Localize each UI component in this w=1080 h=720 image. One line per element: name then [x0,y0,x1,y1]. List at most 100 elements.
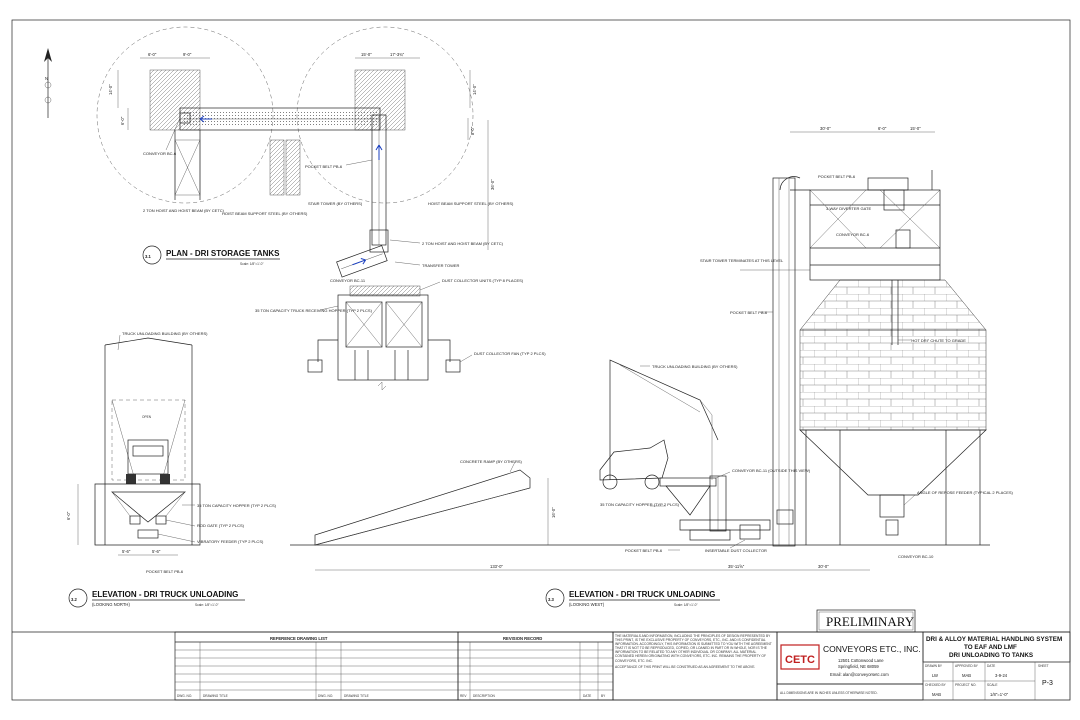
title-block-rev-cols-3: BY [601,694,606,698]
view-title-elev-north: ELEVATION - DRI TRUCK UNLOADING [92,590,238,599]
conveyor-bc11-plan [336,245,388,278]
label-ramp: CONCRETE RAMP (BY OTHERS) [460,459,523,464]
sheet-number: P-3 [1042,680,1053,687]
plan-dims-d4: 17'-3¾" [390,52,405,57]
plan-dims-d5: 14'-0" [108,84,113,95]
stair-right [285,139,301,196]
plan-dims-d3: 15'-0" [361,52,372,57]
label-stair-terminates: STAIR TOWER TERMINATES AT THIS LEVEL [700,258,784,263]
west-labels-dim-height: 16'-0" [551,507,556,518]
label-pocket-belt-plan: POCKET BELT PB-6 [305,164,343,169]
label-conveyor-bc6-elev: CONVEYOR BC-6 [836,232,870,237]
title-block-ref-cols-1: DRAWING TITLE [203,694,228,698]
tank-labels-dim-top3: 15'-0" [910,126,921,131]
title-block-ref-cols-0: DWG. NO. [177,694,192,698]
concrete-ramp [314,469,531,546]
label-hopper-west: 35 TON CAPACITY HOPPER (TYP 2 PLCS) [600,502,680,507]
view-title-elev-west: ELEVATION - DRI TRUCK UNLOADING [569,590,715,599]
label-conveyor-bc11-west: CONVEYOR BC-11 (OUTSIDE THIS VIEW) [732,468,811,473]
plan-dims-d1: 6'-0" [148,52,157,57]
views-elev-north-scale: Scale: 1/8"=1'-0" [195,603,219,607]
truck-front [127,439,169,475]
label-building-north: TRUCK UNLOADING BUILDING (BY OTHERS) [122,331,208,336]
label-pocket-belt-west: POCKET BELT PB-6 [625,548,663,553]
dri-storage-tank [799,279,987,545]
title-block-sheet-label: SHEET [1038,664,1049,668]
label-conveyor-bc11: CONVEYOR BC-11 [330,278,366,283]
title-block-ref-header: REFERENCE DRAWING LIST [270,636,328,641]
title-block-approved: MAB [962,673,971,678]
label-hoist-right: 2 TON HOIST AND HOIST BEAM (BY CETC) [422,241,504,246]
views-elev-north-sub: (LOOKING NORTH) [92,602,130,607]
north-labels-dim-b: 5'-6" [122,549,131,554]
label-truck-hopper: 35 TON CAPACITY TRUCK RECEIVING HOPPER (… [255,308,373,313]
north-labels-dim-a: 6'-0" [66,511,71,520]
company-name: CONVEYORS ETC., INC. [823,644,921,654]
tank-top-tower [790,170,941,281]
dump-truck [599,439,669,490]
title-block-date: 3-9-24 [995,673,1008,678]
title-block-dims-note: ALL DIMENSIONS ARE IN INCHES UNLESS OTHE… [780,691,878,695]
views-elev-north-number: 3.2 [71,597,77,602]
title-block-rev-cols-1: DESCRIPTION [473,694,495,698]
title-block-ref-cols-2: DWG. NO. [318,694,333,698]
title-block-project-line2: TO EAF AND LMF [964,644,1017,651]
label-hoist-left: 2 TON HOIST AND HOIST BEAM (BY CETC) [143,208,225,213]
plan-dims-d6: 14'-0" [472,84,477,95]
label-insertable-dc: INSERTABLE DUST COLLECTOR [705,548,767,553]
north-labels-dim-c: 5'-6" [152,549,161,554]
views-plan-scale: Scale: 1/8"=1'-0" [240,262,264,266]
label-hopper-north: 35 TON CAPACITY HOPPER (TYP 2 PLCS) [197,503,277,508]
label-conveyor-bc10: CONVEYOR BC-10 [898,554,934,559]
label-pocket-belt-top: POCKET BELT PB-6 [818,174,856,179]
label-conveyor-bc6: CONVEYOR BC-6 [143,151,177,156]
title-block-drawn-by-label: DRAWN BY [925,664,943,668]
acceptance-note: ACCEPTANCE OF THIS PRINT WILL BE CONSTRU… [615,664,756,669]
label-rod-gate: ROD GATE (TYP 2 PLCS) [197,523,245,528]
title-block-project-line3: DRI UNLOADING TO TANKS [949,652,1033,659]
title-block-date-label: DATE [987,664,995,668]
label-pocket-belt-north: POCKET BELT PB-6 [146,569,184,574]
legal-notice: THE MATERIALS AND INFORMATION, INCLUDING… [615,634,772,663]
pocket-belt-pb6-elev [772,177,796,547]
plan-view: 6'-0" 9'-0" 15'-0" 17'-3¾" 14'-0" 14'-0"… [96,26,546,391]
label-stair-tower: STAIR TOWER (BY OTHERS) [308,201,363,206]
view-bubble-3-2 [68,588,88,608]
view-title-plan: PLAN - DRI STORAGE TANKS [166,249,280,258]
plan-dims-d9: 8'-0" [470,126,475,135]
title-block-checked-label: CHECKED BY [925,683,947,687]
label-three-way-gate: 3-WAY DIVERTER GATE [826,206,871,211]
title-block-approved-label: APPROVED BY [955,664,979,668]
plan-dims-d7: 6'-0" [120,116,125,125]
title-block: PRELIMINARY REFERENCE DRAWING LIST DWG. … [12,609,1071,701]
views-elev-west-scale: Scale: 1/8"=1'-0" [674,603,698,607]
elevation-north-view: OPEN 6'-0" 5'-6" 5'-6" TRUCK UNLOADING B… [66,331,277,608]
title-block-address1: 12501 Cottonwood Lane [838,658,884,663]
view-bubble-3-3 [545,588,565,608]
title-block-rev-cols-0: REV [460,694,467,698]
title-block-ref-cols-3: DRAWING TITLE [344,694,369,698]
north-marker: N [45,76,48,81]
west-labels-dim-2: 35'-11⅝" [728,564,745,569]
label-building-west: TRUCK UNLOADING BUILDING (BY OTHERS) [652,364,738,369]
title-block-logo: CETC [785,654,815,666]
dust-fan-right [445,359,461,373]
title-block-rev-cols-2: DATE [583,694,591,698]
west-labels-dim-3: 30'-0" [818,564,829,569]
view-bubble-3-1 [142,245,162,265]
label-angle-feeder: ANGLE OF REPOSE FEEDER (TYPICAL 2 PLACES… [917,490,1014,495]
views-elev-west-number: 3.3 [548,597,554,602]
plan-dims-d2: 9'-0" [183,52,192,57]
label-hot-dri: "HOT DRI" CHUTE TO GRADE [910,338,966,343]
label-hoist-support: HOIST BEAM SUPPORT STEEL (BY OTHERS) [222,211,308,216]
north-arrow: N [44,48,52,118]
title-block-rev-header: REVISION RECORD [503,636,542,641]
project-title: DRI & ALLOY MATERIAL HANDLING SYSTEM [926,636,1062,643]
views-elev-west-sub: (LOOKING WEST) [569,602,605,607]
label-dust-units: DUST COLLECTOR UNITS (TYP 8 PLACES) [442,278,524,283]
views-plan-number: 3.1 [145,254,151,259]
company-logo [780,644,820,670]
stair-left [269,139,285,196]
plan-dims-d8: 36'-0" [490,179,495,190]
